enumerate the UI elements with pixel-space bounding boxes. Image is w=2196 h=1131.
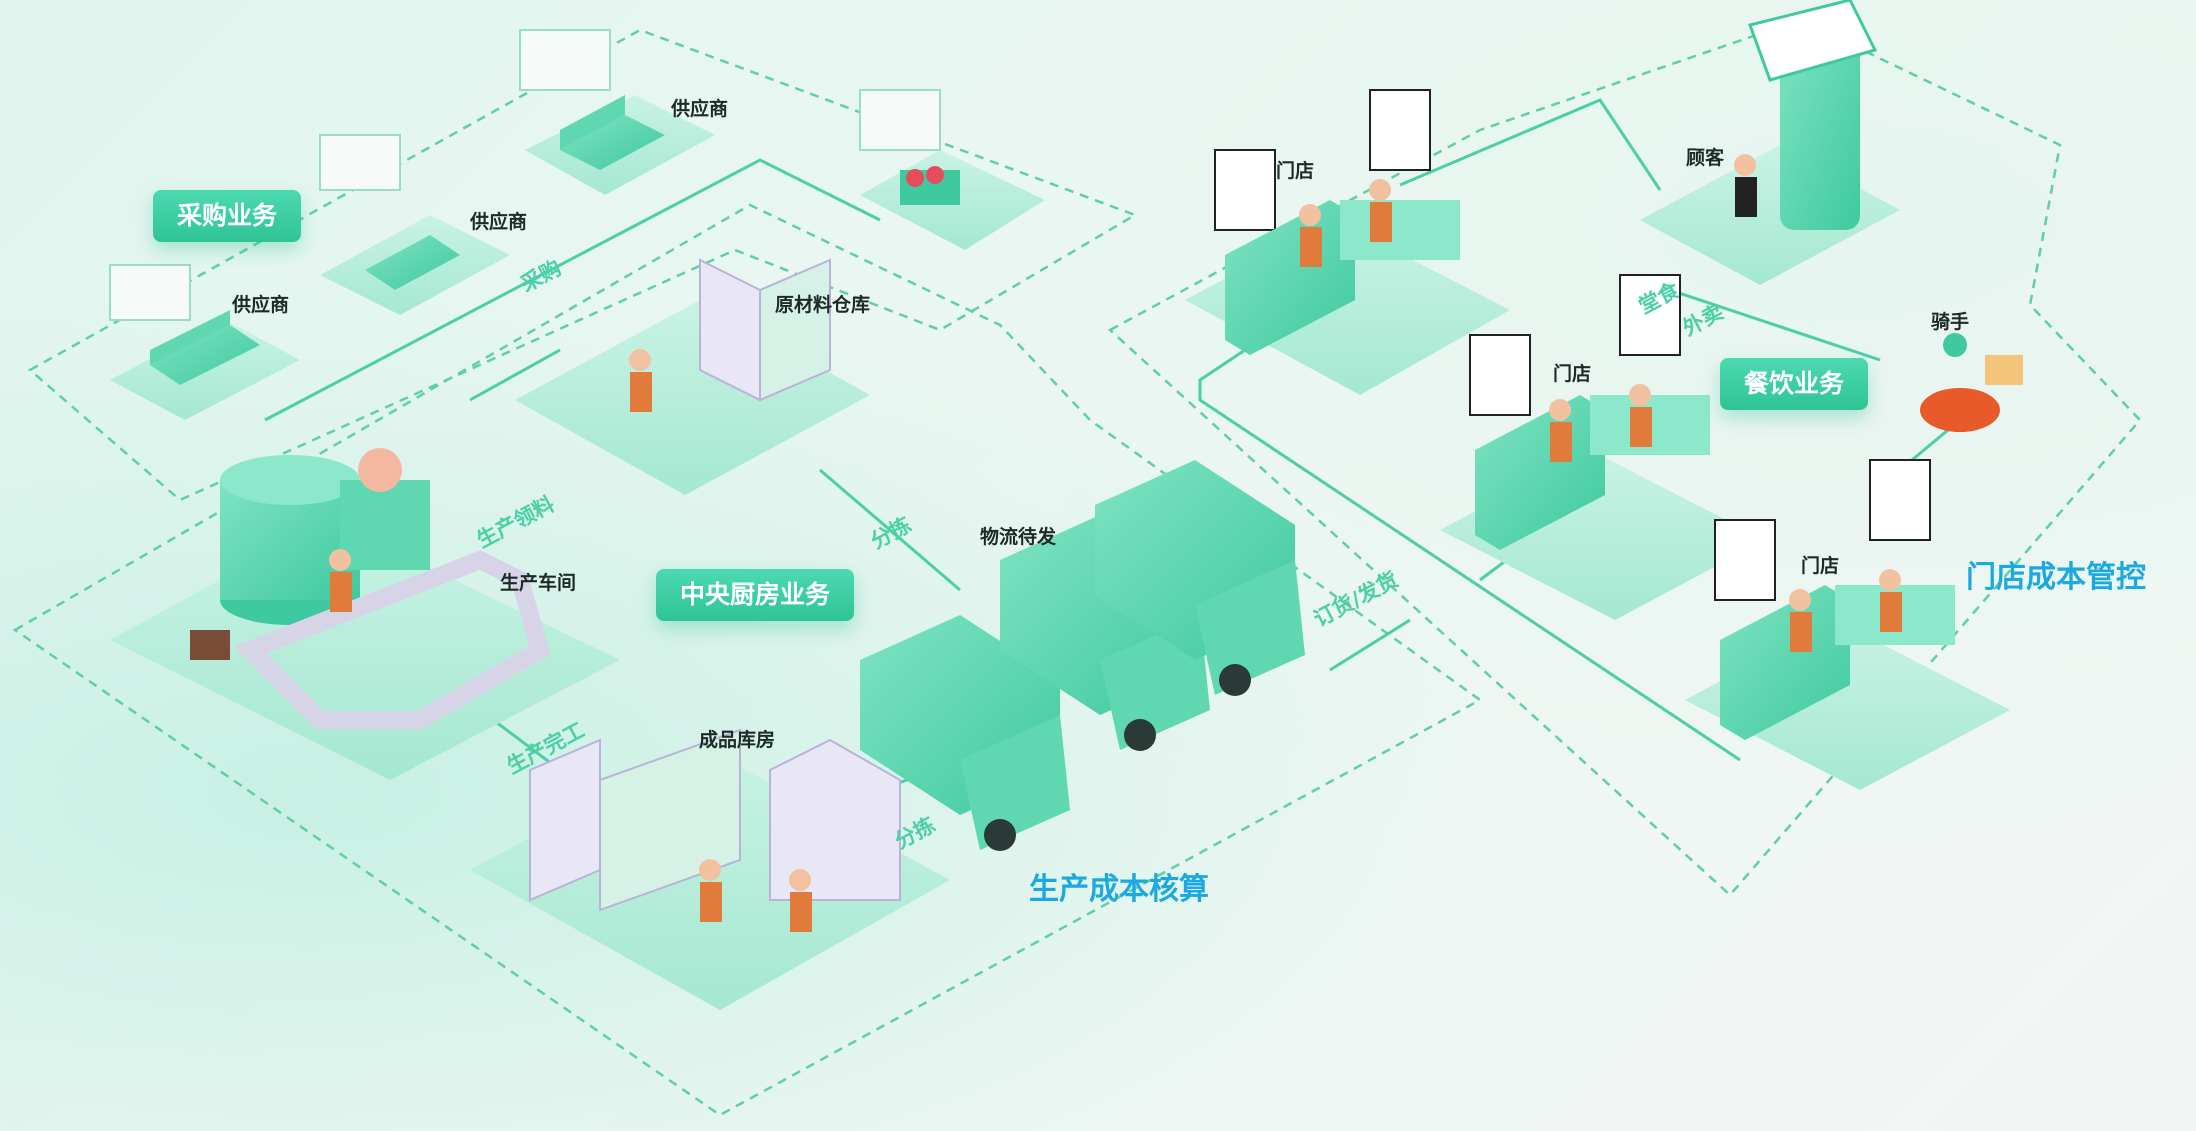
label-supplier-2: 供应商	[470, 211, 528, 233]
label-store-3: 门店	[1801, 555, 1840, 577]
display-screens	[109, 29, 1931, 601]
rider-scooter	[1920, 333, 2023, 432]
label-customer: 顾客	[1686, 147, 1725, 169]
procurement-badge: 采购业务	[153, 190, 302, 242]
shelves	[529, 258, 901, 912]
label-store-2: 门店	[1553, 363, 1592, 385]
truck-1	[860, 615, 1070, 851]
label-supplier-1: 供应商	[232, 294, 290, 316]
label-workshop: 生产车间	[500, 572, 577, 594]
trucks	[860, 460, 1305, 851]
truck-3	[1095, 460, 1305, 696]
people	[329, 154, 1902, 932]
catering-region	[1107, 18, 2142, 897]
label-finished-warehouse: 成品库房	[699, 729, 776, 751]
phone-storefront	[1748, 0, 1878, 230]
label-raw-warehouse: 原材料仓库	[775, 294, 871, 316]
label-logistics: 物流待发	[980, 526, 1057, 548]
label-rider: 骑手	[1931, 311, 1970, 333]
central-kitchen-badge: 中央厨房业务	[656, 569, 855, 621]
region-boundaries	[12, 18, 2142, 1117]
catering-badge: 餐饮业务	[1720, 358, 1869, 410]
production-cost-label: 生产成本核算	[1029, 872, 1209, 907]
supplier-goods	[150, 95, 960, 385]
central-kitchen-region	[12, 203, 1483, 1117]
label-supplier-3: 供应商	[671, 98, 729, 120]
label-store-1: 门店	[1276, 160, 1315, 182]
store-cost-label: 门店成本管控	[1966, 560, 2146, 595]
